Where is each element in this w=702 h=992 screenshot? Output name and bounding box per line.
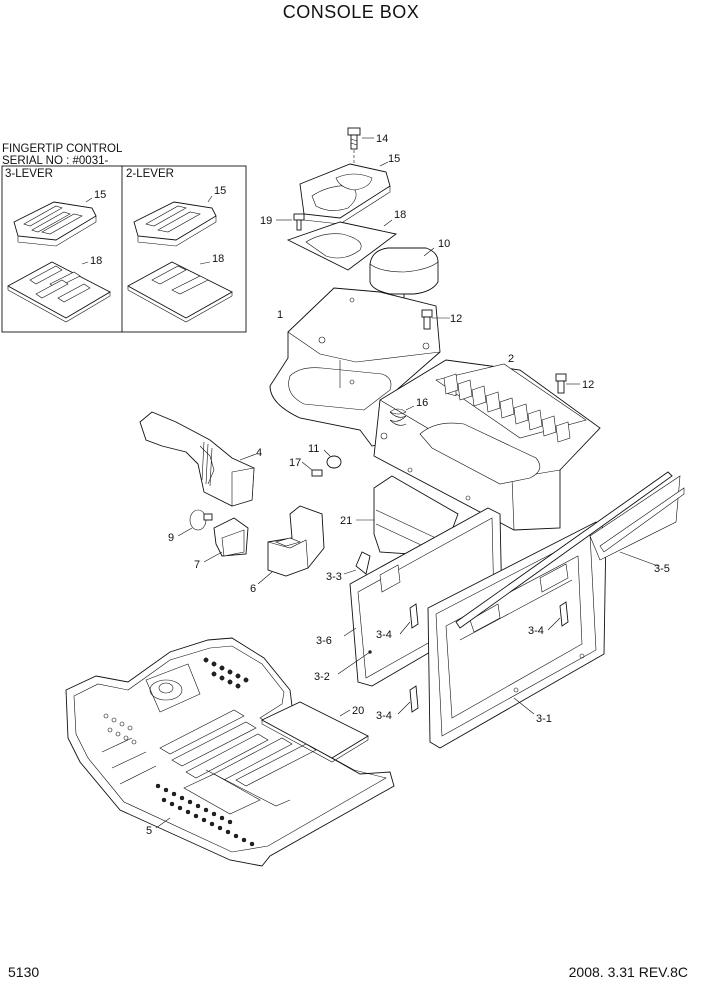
callout-4: 4 <box>256 447 262 459</box>
callout-3-5: 3-5 <box>654 563 670 575</box>
inset-label-2-lever: 2-LEVER <box>126 168 174 180</box>
callout-3-2: 3-2 <box>314 671 330 683</box>
page-title: CONSOLE BOX <box>282 2 420 22</box>
callout-3-4-b: 3-4 <box>528 625 544 637</box>
callout-3-4-a: 3-4 <box>376 629 392 641</box>
inset-base-plate-2-lever <box>127 261 233 323</box>
revision-date: 2008. 3.31 REV.8C <box>568 964 688 980</box>
page-number: 5130 <box>8 964 40 980</box>
callout-11: 11 <box>308 443 319 455</box>
floor-pad-20 <box>261 701 369 763</box>
console-cover-1 <box>269 287 441 447</box>
inset-serial: SERIAL NO : #0031- <box>2 155 109 167</box>
armrest-pad-15 <box>299 161 391 225</box>
inset-callout-15-a: 15 <box>94 189 106 201</box>
screw-12-upper <box>421 309 450 330</box>
callout-3-1: 3-1 <box>536 713 552 725</box>
callout-19: 19 <box>260 215 272 227</box>
callout-20: 20 <box>352 705 364 717</box>
spring-16 <box>389 405 415 426</box>
callout-21: 21 <box>340 515 352 527</box>
base-plate-18 <box>286 219 398 271</box>
switch-panel-2 <box>373 359 601 531</box>
callout-15: 15 <box>388 153 400 165</box>
inset-callout-18-b: 18 <box>212 253 224 265</box>
side-panel-3-1 <box>427 521 607 749</box>
duct-adapter-7 <box>203 517 249 563</box>
callout-14: 14 <box>376 133 388 145</box>
screw-12-lower <box>555 373 580 394</box>
inset-callout-18-a: 18 <box>90 255 102 267</box>
inset-heading: FINGERTIP CONTROL <box>2 143 123 155</box>
callout-5: 5 <box>146 825 152 837</box>
screw-19 <box>276 213 305 231</box>
floor-mat-5 <box>65 637 395 867</box>
side-panel-3-6 <box>337 507 503 687</box>
floor-mat-hole-pattern <box>103 657 255 847</box>
rubber-strips-3-4 <box>397 601 569 715</box>
cover-6 <box>257 505 325 585</box>
fingertip-inset <box>1 165 247 333</box>
callout-3-4-c: 3-4 <box>376 710 392 722</box>
screw-17 <box>301 461 323 477</box>
callout-18: 18 <box>394 209 406 221</box>
screw-14 <box>347 127 374 168</box>
inset-base-plate-3-lever <box>7 261 111 323</box>
clip-3-3 <box>343 551 371 575</box>
callout-10: 10 <box>438 238 450 250</box>
trim-strip-3-5 <box>455 471 685 629</box>
callout-1: 1 <box>277 309 283 321</box>
inset-armrest-pad-3-lever <box>13 201 97 247</box>
callout-9: 9 <box>168 532 174 544</box>
callout-12-lower: 12 <box>582 379 594 391</box>
callout-7: 7 <box>194 559 200 571</box>
air-duct-4 <box>139 411 257 507</box>
callout-3-6: 3-6 <box>316 635 332 647</box>
knob-11 <box>323 449 342 469</box>
callout-12-upper: 12 <box>450 313 462 325</box>
inset-callout-15-b: 15 <box>214 185 226 197</box>
inset-label-3-lever: 3-LEVER <box>5 168 53 180</box>
callout-17: 17 <box>289 457 301 469</box>
callout-2: 2 <box>508 353 514 365</box>
clamp-9 <box>177 509 213 537</box>
callout-16: 16 <box>416 397 428 409</box>
inset-armrest-pad-2-lever <box>133 201 217 247</box>
callout-6: 6 <box>250 583 256 595</box>
callout-3-3: 3-3 <box>326 571 342 583</box>
